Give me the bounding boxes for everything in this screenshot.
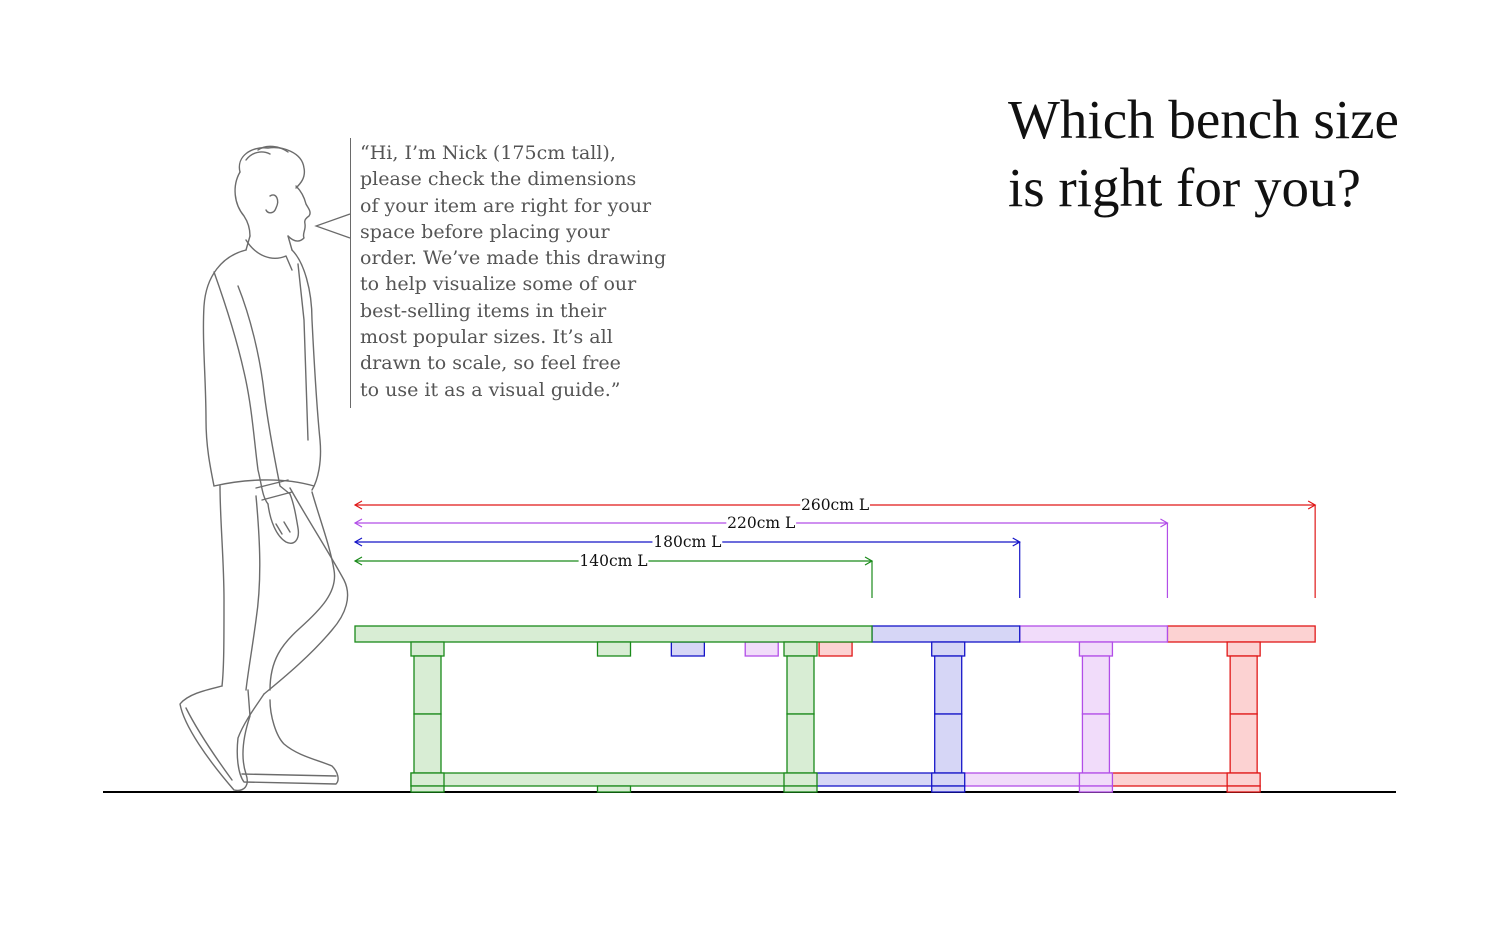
- bench-foot: [1078, 772, 1114, 787]
- bench-leg-upper: [1081, 655, 1111, 715]
- bench-seat: [1166, 625, 1316, 643]
- bench-leg-lower: [413, 713, 442, 774]
- bench-foot-base: [410, 785, 445, 793]
- dimension-label-bg: [726, 514, 797, 532]
- bench-140: [354, 625, 873, 793]
- bench-foot-base: [1226, 785, 1261, 793]
- dimension-label: 260cm L: [801, 496, 869, 514]
- dimension-260: 260cm L: [353, 496, 1317, 598]
- bench-center-brace: [670, 641, 706, 657]
- dimension-label-bg: [652, 533, 723, 551]
- bench-leg-cap: [1078, 641, 1114, 657]
- bench-foot: [410, 772, 445, 787]
- bench-seat: [871, 625, 1021, 643]
- bench-leg-cap: [931, 641, 966, 657]
- bench-leg-cap: [783, 641, 818, 657]
- speech-line: drawn to scale, so feel free: [360, 352, 621, 375]
- bench-leg-upper: [786, 655, 815, 715]
- dimension-220: 220cm L: [353, 514, 1169, 598]
- bench-leg-lower: [1229, 713, 1258, 774]
- title-line-1: Which bench size: [1008, 89, 1399, 150]
- title-line-2: is right for you?: [1008, 157, 1361, 218]
- dimension-group: 140cm L 180cm L 220cm L 260cm L: [353, 496, 1317, 598]
- speech-text: “Hi, I’m Nick (175cm tall), please check…: [360, 140, 690, 403]
- bench-stretcher: [410, 772, 817, 787]
- speech-line: of your item are right for your: [360, 194, 652, 217]
- bench-leg-lower: [934, 713, 963, 774]
- bench-seat: [1019, 625, 1169, 643]
- speech-line: order. We’ve made this drawing: [360, 247, 667, 270]
- bench-seat: [354, 625, 873, 643]
- speech-line: best-selling items in their: [360, 299, 607, 322]
- dimension-label-bg: [800, 496, 870, 514]
- dimension-label: 220cm L: [727, 514, 795, 532]
- speech-line: most popular sizes. It’s all: [360, 326, 613, 349]
- speech-line: to use it as a visual guide.”: [360, 378, 621, 401]
- speech-line: “Hi, I’m Nick (175cm tall),: [360, 142, 616, 164]
- speech-line: space before placing your: [360, 220, 610, 243]
- bench-center-brace: [744, 641, 779, 657]
- person-outline-icon: [179, 145, 349, 792]
- speech-line: to help visualize some of our: [360, 273, 637, 296]
- bench-leg-cap: [410, 641, 445, 657]
- bench-leg-upper: [934, 655, 963, 715]
- bench-260: [818, 625, 1316, 793]
- speech-pointer: [314, 213, 351, 239]
- bench-leg-upper: [413, 655, 442, 715]
- bench-foot-base: [783, 785, 818, 793]
- dimension-label: 180cm L: [653, 533, 721, 551]
- bench-leg-cap: [1226, 641, 1261, 657]
- dimension-label: 140cm L: [579, 552, 647, 570]
- dimension-arrow-left: [353, 500, 363, 510]
- dimension-label-bg: [578, 552, 649, 570]
- bench-foot: [783, 772, 818, 787]
- bench-foot-base: [931, 785, 966, 793]
- quote-divider: [350, 138, 351, 408]
- bench-center-foot: [596, 785, 632, 793]
- bench-center-brace: [818, 641, 853, 657]
- bench-foot: [931, 772, 966, 787]
- dimension-140: 140cm L: [353, 552, 874, 598]
- dimension-arrow-left: [353, 518, 363, 528]
- bench-leg-lower: [786, 713, 815, 774]
- dimension-arrow-left: [353, 537, 363, 547]
- bench-group: [354, 625, 1316, 793]
- speech-line: please check the dimensions: [360, 168, 637, 191]
- dimension-180: 180cm L: [353, 533, 1021, 598]
- bench-foot-base: [1078, 785, 1114, 793]
- bench-center-brace: [596, 641, 632, 657]
- page-title: Which bench size is right for you?: [1008, 86, 1478, 222]
- bench-leg-lower: [1081, 713, 1111, 774]
- bench-220: [744, 625, 1169, 793]
- bench-foot: [1226, 772, 1261, 787]
- dimension-arrow-left: [353, 556, 363, 566]
- bench-leg-upper: [1229, 655, 1258, 715]
